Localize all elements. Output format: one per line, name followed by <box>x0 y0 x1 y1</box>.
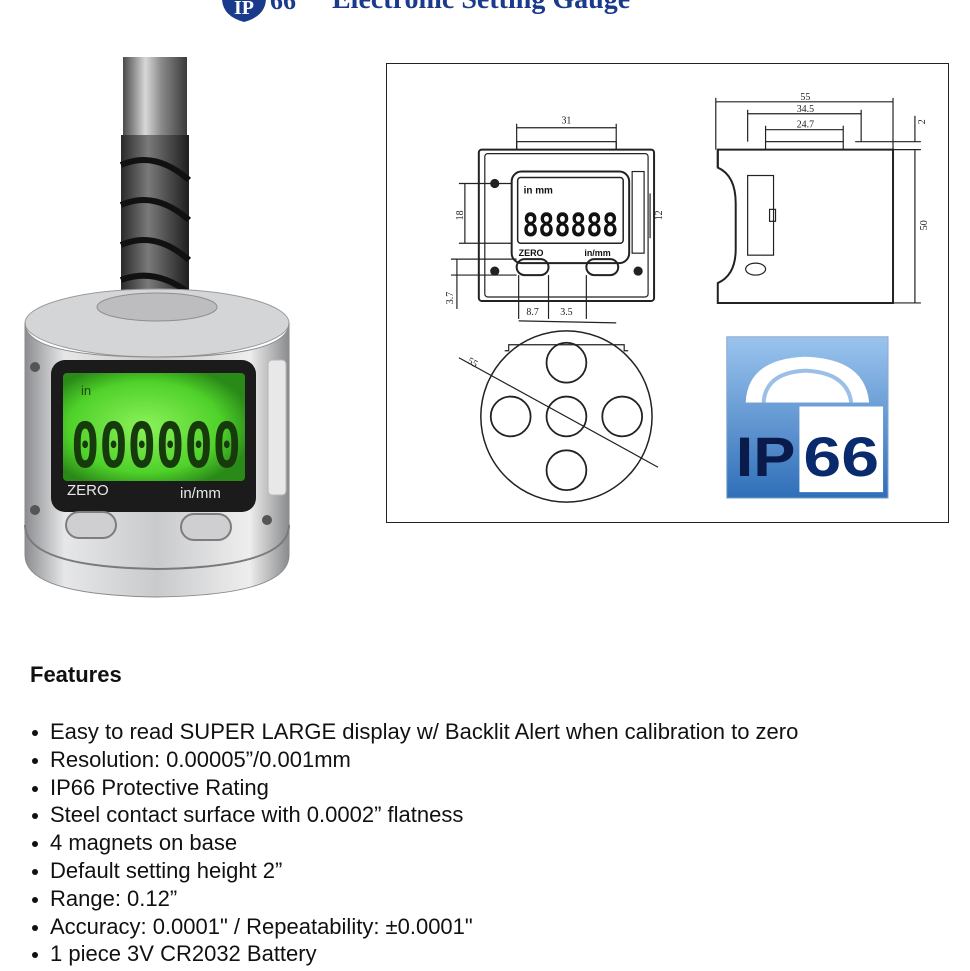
feature-text: 1 piece 3V CR2032 Battery <box>50 941 317 967</box>
list-item: Easy to read SUPER LARGE display w/ Back… <box>30 718 950 746</box>
page-header: IP 66 Electronic Setting Gauge <box>0 0 970 22</box>
feature-text: Steel contact surface with 0.0002” flatn… <box>50 802 464 828</box>
bullet-icon <box>32 785 38 792</box>
list-item: Default setting height 2” <box>30 857 950 885</box>
bullet-icon <box>32 868 38 875</box>
header-badge-text: IP <box>234 0 254 19</box>
feature-text: 4 magnets on base <box>50 830 238 856</box>
photo-display-digits: 000000 <box>71 409 241 482</box>
ip-logo-rating: 66 <box>803 426 879 488</box>
front-lcd-units: in mm <box>524 185 553 196</box>
dim-front-bottom-left: 3.7 <box>445 292 456 304</box>
feature-text: Resolution: 0.00005”/0.001mm <box>50 746 351 772</box>
bullet-icon <box>32 757 38 764</box>
feature-text: Accuracy: 0.0001" / Repeatability: ±0.00… <box>50 913 473 939</box>
list-item: Resolution: 0.00005”/0.001mm <box>30 746 950 774</box>
feature-text: Easy to read SUPER LARGE display w/ Back… <box>50 719 799 744</box>
front-zero-label: ZERO <box>519 248 544 258</box>
features-list: Easy to read SUPER LARGE display w/ Back… <box>30 718 950 968</box>
side-view <box>715 97 921 304</box>
dim-bottom-diameter: 55 <box>465 356 479 371</box>
list-item: 4 magnets on base <box>30 829 950 857</box>
front-view <box>450 123 656 324</box>
page-title: Electronic Setting Gauge <box>332 0 630 16</box>
features-section: Features Easy to read SUPER LARGE displa… <box>30 662 798 966</box>
list-item: 1 piece 3V CR2032 Battery <box>30 940 950 968</box>
front-lcd-digits: 888888 <box>523 206 619 244</box>
product-photo: in 000000 ZERO in/mm <box>24 57 290 598</box>
bullet-icon <box>32 841 38 848</box>
dim-front-bottom-a: 8.7 <box>526 307 538 318</box>
dim-side-inner: 24.7 <box>797 120 814 131</box>
header-badge-number: 66 <box>270 0 296 15</box>
list-item: Accuracy: 0.0001" / Repeatability: ±0.00… <box>30 913 950 941</box>
feature-text: Default setting height 2” <box>50 857 283 883</box>
bullet-icon <box>32 896 38 903</box>
bullet-icon <box>32 813 38 820</box>
dim-side-mid: 34.5 <box>797 104 814 115</box>
feature-text: IP66 Protective Rating <box>50 774 269 800</box>
dim-front-right: 12 <box>654 210 665 220</box>
feature-text: Range: 0.12” <box>50 885 178 911</box>
bottom-view <box>458 330 659 503</box>
dim-front-bottom-b: 3.5 <box>560 307 572 318</box>
photo-unit-toggle-label: in/mm <box>180 485 221 502</box>
dim-side-height: 50 <box>919 220 930 230</box>
front-unit-toggle-label: in/mm <box>584 248 610 258</box>
technical-drawing: 31 18 12 3.7 8.7 3.5 55 34.5 24.7 2 50 5… <box>386 63 949 523</box>
dim-front-top: 31 <box>561 116 571 127</box>
photo-zero-label: ZERO <box>67 482 109 499</box>
photo-display-unit: in <box>81 383 91 398</box>
dim-side-small: 2 <box>917 119 928 124</box>
list-item: IP66 Protective Rating <box>30 774 950 802</box>
bullet-icon <box>32 924 38 931</box>
dim-front-display-height: 18 <box>455 210 466 220</box>
list-item: Range: 0.12” <box>30 885 950 913</box>
bullet-icon <box>32 730 38 736</box>
list-item: Steel contact surface with 0.0002” flatn… <box>30 801 950 829</box>
ip66-logo: IP 66 <box>726 336 889 499</box>
bullet-icon <box>32 952 38 959</box>
dim-side-overall: 55 <box>800 92 810 103</box>
ip-shield-icon: IP <box>222 0 266 22</box>
ip-logo-text: IP <box>736 426 796 488</box>
features-heading: Features <box>30 662 122 687</box>
